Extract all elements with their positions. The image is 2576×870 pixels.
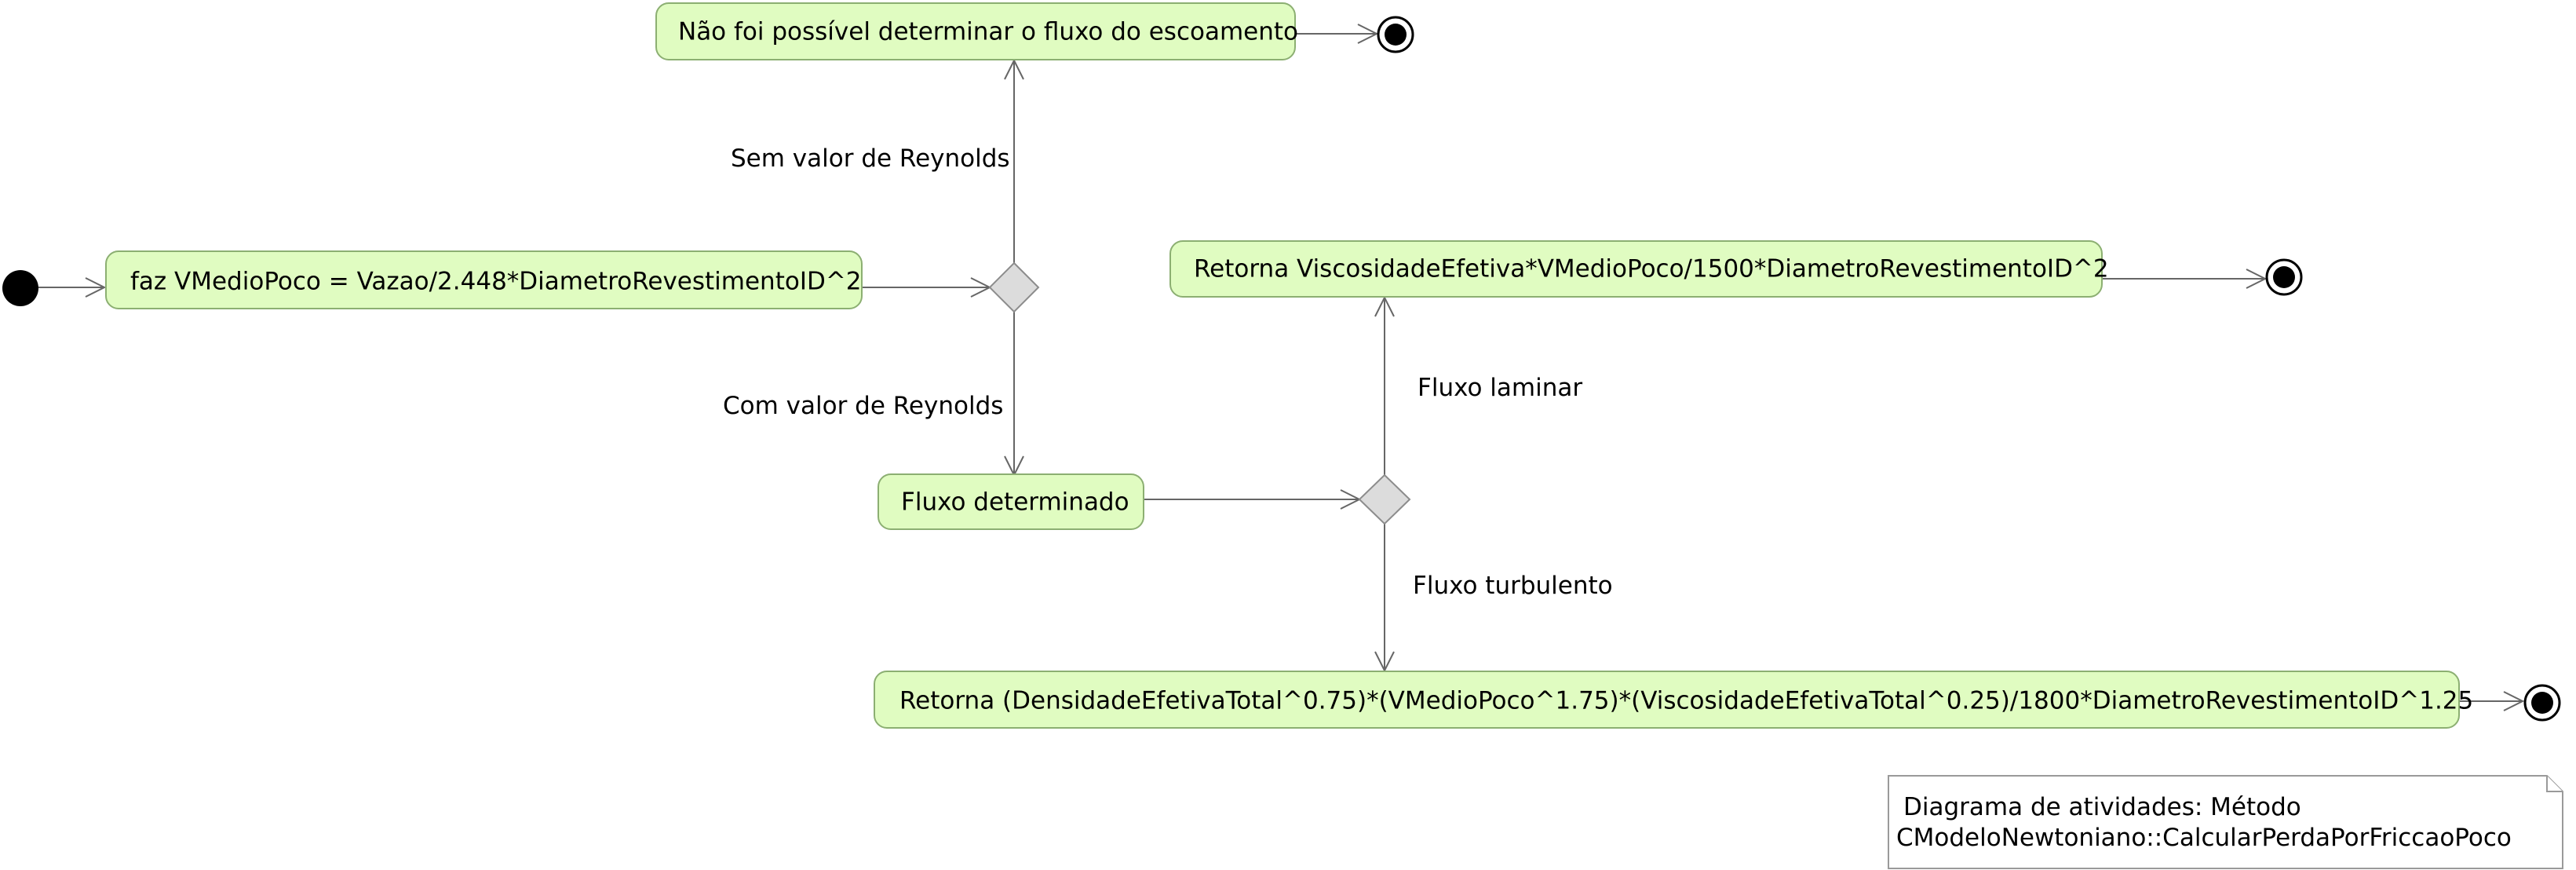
diagram-note: Diagrama de atividades: Método CModeloNe… [1888,775,2563,869]
action-label: Retorna ViscosidadeEfetiva*VMedioPoco/15… [1194,255,2109,283]
final-node [2523,684,2561,722]
guard-fluxo-turbulento: Fluxo turbulento [1413,572,1613,600]
action-label: faz VMedioPoco = Vazao/2.448*DiametroRev… [130,268,862,296]
initial-node [2,270,38,306]
guard-fluxo-laminar: Fluxo laminar [1418,374,1582,402]
guard-sem-reynolds: Sem valor de Reynolds [731,144,1010,173]
action-retorna-turbulento[interactable]: Retorna (DensidadeEfetivaTotal^0.75)*(VM… [874,671,2473,729]
arrowhead [2503,691,2525,711]
final-node [1377,16,1414,53]
action-label: Retorna (DensidadeEfetivaTotal^0.75)*(VM… [899,687,2473,715]
action-calc-vmedio[interactable]: faz VMedioPoco = Vazao/2.448*DiametroRev… [105,250,863,309]
note-method: CModeloNewtoniano::CalcularPerdaPorFricc… [1896,824,2512,852]
arrowhead [85,277,107,298]
arrowhead [1357,24,1379,44]
decision-reynolds[interactable] [988,261,1040,313]
arrowhead [2246,269,2268,289]
decision-tipo-fluxo[interactable] [1358,473,1411,525]
action-label: Não foi possível determinar o fluxo do e… [678,18,1298,46]
action-retorna-laminar[interactable]: Retorna ViscosidadeEfetiva*VMedioPoco/15… [1169,240,2109,298]
final-node [2265,258,2303,296]
note-title: Diagrama de atividades: Método [1903,793,2301,821]
action-label: Fluxo determinado [901,488,1129,517]
guard-com-reynolds: Com valor de Reynolds [723,392,1003,420]
action-fluxo-indeterminado[interactable]: Não foi possível determinar o fluxo do e… [655,2,1298,60]
action-fluxo-determinado[interactable]: Fluxo determinado [878,473,1144,530]
edges [38,24,2525,711]
